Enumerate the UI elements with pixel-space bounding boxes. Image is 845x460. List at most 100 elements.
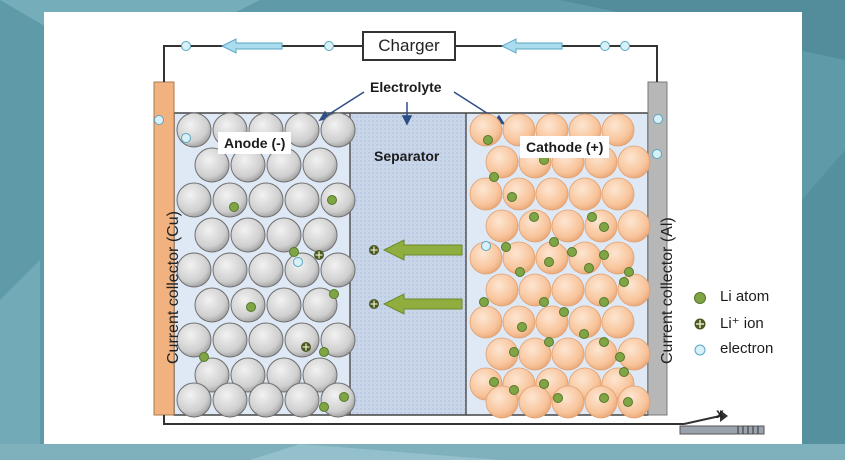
cathode-particle	[601, 305, 635, 339]
anode-particle	[320, 252, 356, 288]
anode-particle	[248, 382, 284, 418]
li-atom	[579, 329, 589, 339]
anode-particle	[212, 322, 248, 358]
cathode-particle	[551, 273, 585, 307]
li-atom	[599, 337, 609, 347]
li-atom	[587, 212, 597, 222]
li-atom	[544, 337, 554, 347]
switch	[679, 410, 765, 435]
cathode-particle	[601, 177, 635, 211]
li-ion-plus	[315, 251, 323, 259]
li-ion-plus	[370, 246, 378, 254]
li-atom	[599, 297, 609, 307]
anode-particle	[176, 182, 212, 218]
li-ion-migration-arrows	[382, 239, 463, 315]
anode-particle	[284, 382, 320, 418]
li-atom	[624, 267, 634, 277]
anode-particle	[194, 357, 230, 393]
anode-particle	[248, 322, 284, 358]
li-atom	[553, 393, 563, 403]
li-atom	[229, 202, 239, 212]
battery-diagram-panel: Charger Electrolyte Anode (-) Separator …	[44, 12, 802, 444]
li-atom	[599, 393, 609, 403]
li-ion-plus	[302, 343, 310, 351]
anode-particle	[212, 382, 248, 418]
cathode-particle	[469, 305, 503, 339]
anode-particle	[248, 182, 284, 218]
li-atom	[509, 347, 519, 357]
anode-particle	[284, 322, 320, 358]
cathode-particle	[535, 177, 569, 211]
li-atom	[599, 250, 609, 260]
anode-particle	[248, 252, 284, 288]
anode-particle	[266, 217, 302, 253]
anode-particle	[284, 112, 320, 148]
separator-label: Separator	[374, 148, 440, 164]
electrolyte-electrons	[181, 133, 491, 267]
li-atom	[483, 135, 493, 145]
anode-particle	[302, 217, 338, 253]
li-atom	[544, 257, 554, 267]
anode-particle	[302, 147, 338, 183]
cathode-particle	[601, 113, 635, 147]
li-atom	[489, 377, 499, 387]
li-atom	[199, 352, 209, 362]
li-atom	[619, 367, 629, 377]
li-ion-plus	[370, 300, 378, 308]
anode-particle	[320, 182, 356, 218]
anode-particle	[230, 217, 266, 253]
cathode-particle	[617, 209, 651, 243]
anode-particle	[194, 147, 230, 183]
li-atom	[501, 242, 511, 252]
anode-particle	[176, 322, 212, 358]
li-atom	[529, 212, 539, 222]
legend-label-li-atom: Li atom	[720, 288, 770, 305]
anode-particles	[176, 112, 356, 418]
charger-box: Charger	[362, 31, 456, 61]
anode-particle	[230, 357, 266, 393]
charger-label: Charger	[378, 36, 440, 55]
cathode-particle	[518, 337, 552, 371]
wire-electrons	[154, 41, 663, 159]
anode-particle	[284, 252, 320, 288]
anode-particle	[194, 217, 230, 253]
electrolyte-label: Electrolyte	[370, 79, 442, 95]
battery-diagram	[153, 38, 765, 435]
electron-icon	[694, 344, 706, 356]
switch-mark: x	[716, 405, 724, 421]
cathode-particle	[617, 145, 651, 179]
li-atom	[509, 385, 519, 395]
li-atom	[584, 263, 594, 273]
li-atom	[623, 397, 633, 407]
li-atom	[567, 247, 577, 257]
li-atom	[619, 277, 629, 287]
cathode-particle	[485, 209, 519, 243]
li-atom	[246, 302, 256, 312]
li-atom	[319, 347, 329, 357]
li-atom	[615, 352, 625, 362]
li-atom	[479, 297, 489, 307]
li-atom	[327, 195, 337, 205]
cathode-particle	[485, 145, 519, 179]
anode-particle	[194, 287, 230, 323]
li-atom	[489, 172, 499, 182]
legend-label-electron: electron	[720, 340, 774, 357]
anode-particle	[176, 252, 212, 288]
legend-label-li-ion: Li⁺ ion	[720, 315, 764, 332]
li-atom-icon	[694, 292, 706, 304]
li-atom	[549, 237, 559, 247]
anode-particle	[320, 112, 356, 148]
li-atom	[339, 392, 349, 402]
anode-particle	[176, 382, 212, 418]
anode-particle	[212, 182, 248, 218]
cathode-particle	[485, 273, 519, 307]
cathode-label: Cathode (+)	[520, 136, 610, 158]
anode-label: Anode (-)	[218, 132, 292, 154]
li-ion-icon	[694, 318, 706, 330]
anode-particle	[176, 112, 212, 148]
cathode-particle	[485, 385, 519, 419]
aluminium-collector-label: Current collector (Al)	[659, 217, 676, 364]
anode-particle	[302, 287, 338, 323]
li-atom	[507, 192, 517, 202]
li-atom	[559, 307, 569, 317]
